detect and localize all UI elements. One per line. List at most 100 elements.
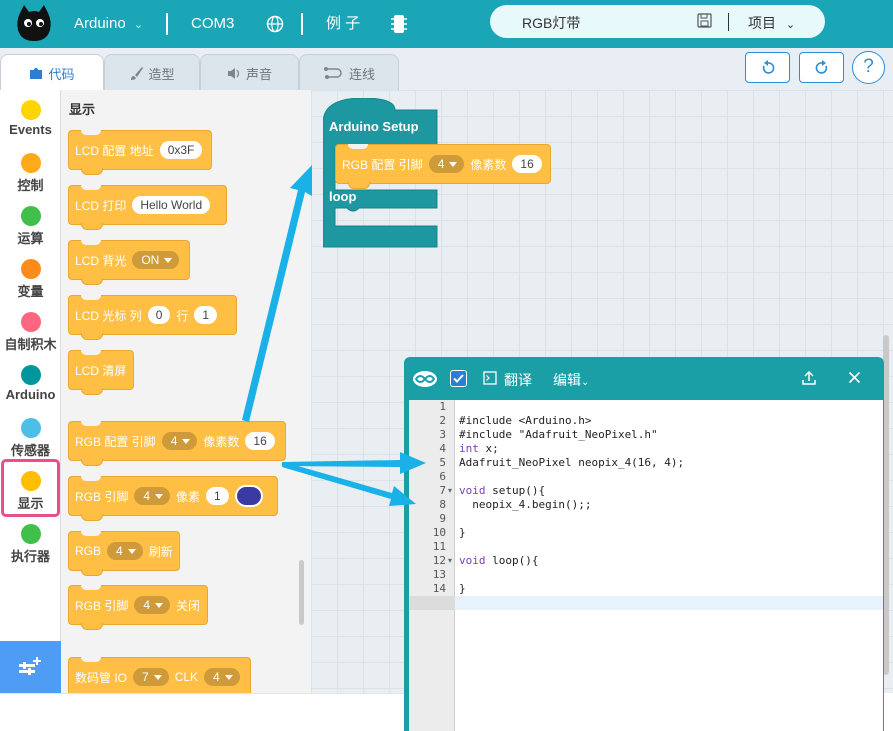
selected-category-highlight [1, 459, 60, 517]
category-events[interactable]: Events [0, 95, 61, 145]
block-lcd-backlight[interactable]: LCD 背光 ON [68, 240, 190, 285]
category-actuators[interactable]: 执行器 [0, 519, 61, 569]
block-lcd-init[interactable]: LCD 配置 地址 0x3F [68, 130, 212, 175]
block-dropdown[interactable]: 4 [134, 487, 171, 505]
block-rgb-init[interactable]: RGB 配置 引脚 4 像素数 16 [68, 421, 286, 466]
category-operators[interactable]: 运算 [0, 201, 61, 251]
block-input[interactable]: 16 [245, 432, 275, 450]
block-input[interactable]: 16 [512, 155, 542, 173]
category-label: 控制 [17, 178, 44, 193]
project-menu-label: 项目 [748, 15, 776, 31]
undo-button[interactable] [745, 52, 790, 83]
block-lcd-clear[interactable]: LCD 清屏 [68, 350, 134, 395]
tab-label: 声音 [245, 66, 272, 82]
board-label: Arduino [74, 15, 126, 32]
block-text: LCD 光标 列 [75, 308, 142, 323]
block-input[interactable]: Hello World [132, 196, 211, 214]
category-label: 变量 [17, 284, 44, 299]
line-number: 9 [439, 512, 446, 525]
category-label: 自制积木 [4, 337, 57, 352]
block-dropdown[interactable]: ON [132, 251, 180, 269]
category-dot [20, 153, 41, 173]
tab-wiring[interactable]: 连线 [299, 54, 399, 91]
help-button[interactable]: ? [852, 51, 885, 84]
line-number: 5 [439, 456, 446, 469]
block-rgb-off[interactable]: RGB 引脚 4 关闭 [68, 585, 208, 630]
block-dropdown[interactable]: 4 [161, 432, 198, 450]
cat-logo-icon[interactable] [14, 3, 54, 45]
project-menu[interactable]: 项目 ⌄ [748, 13, 795, 33]
translate-button[interactable]: 翻译 [504, 372, 532, 388]
tab-costumes[interactable]: 造型 [104, 54, 200, 91]
edit-menu[interactable]: 编辑⌄ [553, 370, 589, 390]
block-dropdown[interactable]: 4 [107, 542, 143, 560]
line-number: 2 [439, 414, 446, 427]
block-input[interactable]: 0 [147, 306, 171, 324]
line-number: 6 [439, 470, 446, 483]
block-lcd-print[interactable]: LCD 打印 Hello World [68, 185, 227, 230]
port-select[interactable]: COM3 [191, 15, 235, 32]
fold-arrow-icon[interactable]: ▾ [448, 486, 453, 495]
setup-label: Arduino Setup [329, 119, 419, 134]
project-name-input[interactable]: RGB灯带 [522, 15, 581, 31]
block-text: 像素数 [470, 157, 507, 172]
brush-icon [131, 66, 144, 80]
line-number: 13 [432, 568, 446, 581]
block-7seg[interactable]: 数码管 IO 7 CLK 4 [68, 657, 251, 702]
extension-icon [19, 657, 41, 675]
category-display[interactable]: 显示 [0, 466, 61, 516]
category-my-blocks[interactable]: 自制积木 [0, 307, 61, 357]
puzzle-icon [30, 68, 43, 79]
color-picker[interactable] [234, 485, 263, 507]
workspace-block-rgb-init[interactable]: RGB 配置 引脚 4 像素数 16 [335, 144, 551, 189]
code-editor[interactable]: 123456789101112131415▾▾ #include <Arduin… [409, 400, 883, 731]
add-extension-button[interactable] [0, 641, 61, 693]
chevron-down-icon: ⌄ [785, 19, 796, 31]
close-icon[interactable] [848, 371, 861, 384]
save-icon[interactable] [697, 13, 712, 28]
category-control[interactable]: 控制 [0, 148, 61, 198]
block-dropdown[interactable]: 4 [204, 668, 240, 686]
block-dropdown[interactable]: 4 [134, 596, 171, 614]
tab-code[interactable]: 代码 [0, 54, 104, 92]
edit-menu-label: 编辑 [553, 372, 581, 388]
block-rgb-set-pixel[interactable]: RGB 引脚 4 像素 1 [68, 476, 278, 521]
redo-icon [815, 60, 828, 74]
upload-icon[interactable] [802, 371, 816, 385]
tab-sounds[interactable]: 声音 [200, 54, 299, 91]
top-menu-bar: Arduino ⌄ COM3 例 子 RGB灯带 项目 ⌄ [0, 0, 893, 48]
redo-button[interactable] [799, 52, 844, 83]
check-icon [451, 371, 466, 386]
palette-scrollbar[interactable] [299, 560, 304, 625]
category-sensors[interactable]: 传感器 [0, 413, 61, 463]
block-dropdown[interactable]: 7 [133, 668, 169, 686]
examples-button[interactable]: 例 子 [326, 15, 361, 32]
block-text: 关闭 [176, 598, 201, 613]
category-arduino[interactable]: Arduino [0, 360, 61, 410]
globe-icon[interactable] [266, 15, 284, 33]
code-line: #include "Adafruit_NeoPixel.h" [459, 428, 658, 441]
block-text: 像素数 [203, 434, 240, 449]
block-text: 刷新 [148, 544, 173, 559]
board-select[interactable]: Arduino ⌄ [74, 14, 143, 35]
workspace-scrollbar[interactable] [883, 335, 889, 675]
block-rgb-refresh[interactable]: RGB 4 刷新 [68, 531, 180, 576]
block-dropdown[interactable]: 4 [428, 155, 465, 173]
block-lcd-cursor[interactable]: LCD 光标 列 0 行 1 [68, 295, 237, 340]
sync-checkbox[interactable] [450, 370, 467, 387]
block-input[interactable]: 0x3F [159, 141, 203, 159]
fold-arrow-icon[interactable]: ▾ [448, 556, 453, 565]
category-label: 运算 [17, 231, 44, 246]
category-dot [20, 259, 41, 279]
block-input[interactable]: 1 [194, 306, 218, 324]
active-line-highlight [455, 596, 883, 610]
tab-bar: 代码 造型 声音 连线 ? [0, 48, 893, 92]
category-dot [20, 100, 41, 120]
chip-icon[interactable] [391, 13, 407, 35]
category-dot [20, 471, 41, 491]
category-variables[interactable]: 变量 [0, 254, 61, 304]
palette-title: 显示 [69, 102, 96, 117]
code-line: Adafruit_NeoPixel neopix_4(16, 4); [459, 456, 685, 469]
category-label: 执行器 [10, 549, 50, 564]
block-input[interactable]: 1 [206, 487, 229, 505]
